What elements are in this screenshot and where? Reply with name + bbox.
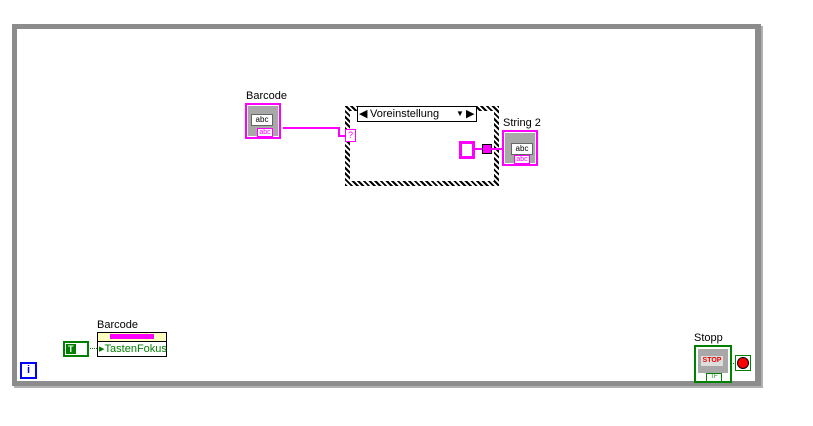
string-wire [475,148,483,150]
string-wire [338,127,340,137]
boolean-wire [731,363,736,364]
dropdown-icon[interactable]: ▼ [456,109,464,118]
string-wire [491,148,503,150]
string-wire [283,127,338,129]
barcode-tag: abc [257,128,273,137]
boolean-wire [88,348,97,349]
empty-string-constant[interactable] [459,141,475,159]
property-tastenfokus: ▸TastenFokus [99,343,167,355]
loop-condition-terminal[interactable] [735,355,751,371]
property-name: TastenFokus [104,343,167,355]
stop-if-true-icon [738,358,748,368]
stop-text: STOP [701,356,723,366]
case-selector[interactable]: ◀ Voreinstellung ▼ ▶ [357,106,477,122]
stop-label: Stopp [694,332,723,344]
prev-case-icon[interactable]: ◀ [359,108,368,120]
true-constant-value: T [66,344,76,354]
stop-tag: TF [706,373,722,382]
string2-type: abc [511,143,533,155]
string2-tag: abc [514,155,530,164]
string-wire [338,135,346,137]
true-constant[interactable]: T [63,341,89,357]
next-case-icon[interactable]: ▶ [466,108,475,120]
case-selector-value: Voreinstellung [370,108,440,120]
stop-button-terminal[interactable]: STOP TF [694,345,732,383]
string2-label: String 2 [503,117,541,129]
while-loop [12,24,761,386]
iteration-terminal: i [20,362,37,379]
barcode-label: Barcode [246,90,287,102]
barcode-control-terminal[interactable]: abc abc [245,103,281,139]
property-node[interactable]: ▸TastenFokus [97,332,167,357]
case-selector-terminal[interactable]: ? [345,129,356,142]
property-node-label: Barcode [97,319,138,331]
barcode-type: abc [251,114,273,126]
